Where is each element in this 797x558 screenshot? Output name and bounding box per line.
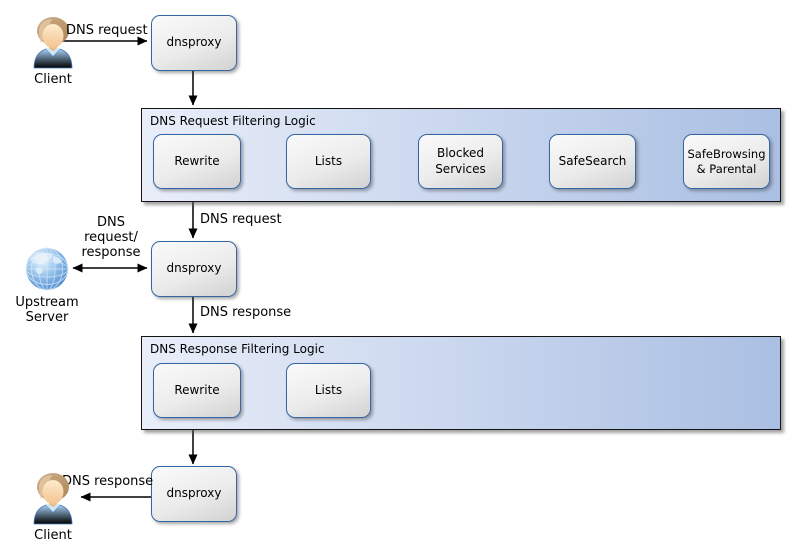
- response-filtering-container: DNS Response Filtering Logic Rewrite Lis…: [141, 336, 781, 430]
- step-box-rewrite-response: Rewrite: [153, 363, 241, 418]
- request-container-title: DNS Request Filtering Logic: [150, 114, 316, 128]
- edge-label-dns-response-mid: DNS response: [200, 305, 292, 320]
- step-box-blocked-services: Blocked Services: [418, 134, 503, 189]
- dnsproxy-box-mid: dnsproxy: [151, 241, 237, 297]
- globe-icon: [24, 246, 70, 292]
- dnsproxy-box-bottom: dnsproxy: [151, 466, 237, 522]
- dnsproxy-label: dnsproxy: [166, 35, 222, 50]
- dnsproxy-label: dnsproxy: [166, 261, 222, 276]
- upstream-server-label: Upstream Server: [15, 295, 79, 325]
- edge-label-dns-response-bottom: DNS response: [62, 474, 154, 489]
- client-label: Client: [34, 72, 72, 87]
- edge-label-upstream-exchange: DNS request/ response: [81, 215, 141, 260]
- step-box-safebrowsing: SafeBrowsing & Parental: [683, 134, 770, 189]
- step-box-lists-response: Lists: [286, 363, 371, 418]
- edge-label-dns-request-top: DNS request: [66, 23, 148, 38]
- step-box-safesearch: SafeSearch: [549, 134, 636, 189]
- request-filtering-container: DNS Request Filtering Logic Rewrite List…: [141, 108, 781, 202]
- client-node-top: Client: [27, 15, 79, 87]
- upstream-server-node: Upstream Server: [7, 246, 87, 325]
- response-container-title: DNS Response Filtering Logic: [150, 342, 325, 356]
- edge-label-dns-request-mid: DNS request: [200, 212, 282, 227]
- step-box-lists: Lists: [286, 134, 371, 189]
- client-label: Client: [34, 528, 72, 543]
- client-node-bottom: Client: [27, 471, 79, 543]
- dnsproxy-label: dnsproxy: [166, 486, 222, 501]
- person-icon: [29, 471, 77, 525]
- dnsproxy-box-top: dnsproxy: [151, 15, 237, 71]
- person-icon: [29, 15, 77, 69]
- step-box-rewrite: Rewrite: [153, 134, 241, 189]
